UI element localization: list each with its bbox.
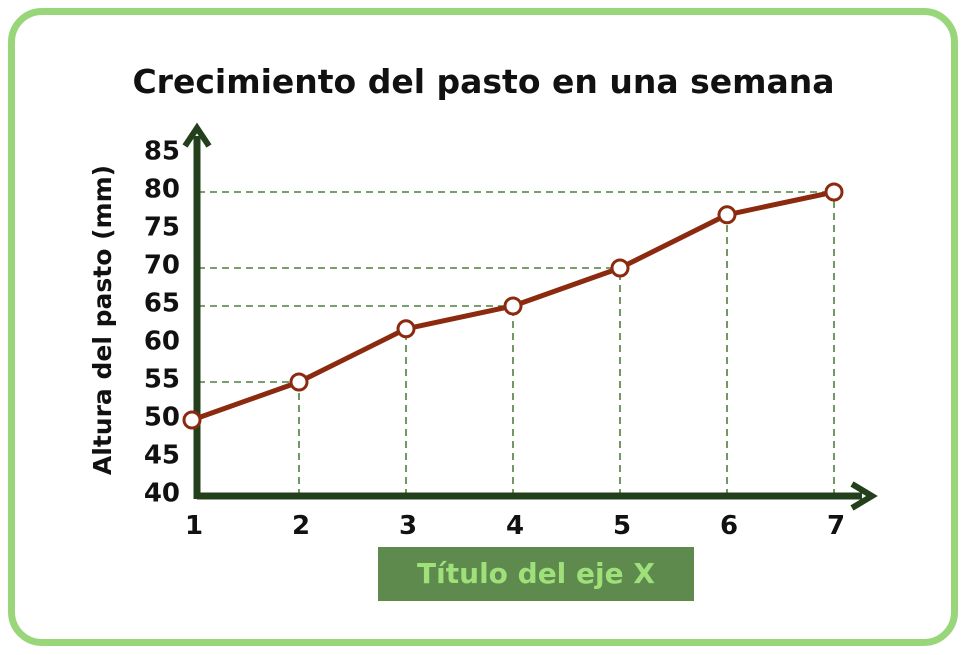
- x-axis-label: Título del eje X: [378, 547, 694, 601]
- data-point: [503, 296, 523, 316]
- x-tick-label: 2: [292, 511, 310, 541]
- x-tick-label: 6: [720, 511, 738, 541]
- x-tick-label: 1: [185, 511, 203, 541]
- x-tick-label: 7: [827, 511, 845, 541]
- x-tick-labels: 1 2 3 4 5 6 7: [185, 511, 845, 541]
- y-tick-label: 75: [144, 213, 180, 243]
- y-tick-label: 80: [144, 175, 180, 205]
- y-tick-label: 55: [144, 365, 180, 395]
- data-point: [717, 205, 737, 225]
- axes: [182, 122, 878, 511]
- x-axis-arrow: [850, 481, 878, 511]
- series-line: [182, 182, 844, 430]
- y-tick-label: 70: [144, 251, 180, 281]
- guide-lines: [198, 191, 835, 496]
- y-axis-arrow: [182, 122, 212, 148]
- y-tick-label: 60: [144, 327, 180, 357]
- y-axis-label: Altura del pasto (mm): [88, 165, 117, 475]
- data-point: [289, 372, 309, 392]
- data-point: [182, 410, 202, 430]
- y-tick-labels: 40 45 50 55 60 65 70 75 80 85: [144, 137, 180, 509]
- y-tick-label: 40: [144, 479, 180, 509]
- x-tick-label: 5: [613, 511, 631, 541]
- x-tick-label: 4: [506, 511, 524, 541]
- y-tick-label: 65: [144, 289, 180, 319]
- chart-card: [8, 8, 958, 646]
- chart-title: Crecimiento del pasto en una semana: [132, 62, 835, 101]
- data-point: [396, 319, 416, 339]
- y-tick-label: 45: [144, 441, 180, 471]
- y-tick-label: 50: [144, 403, 180, 433]
- x-tick-label: 3: [399, 511, 417, 541]
- y-tick-label: 85: [144, 137, 180, 167]
- data-point: [824, 182, 844, 202]
- data-point: [610, 258, 630, 278]
